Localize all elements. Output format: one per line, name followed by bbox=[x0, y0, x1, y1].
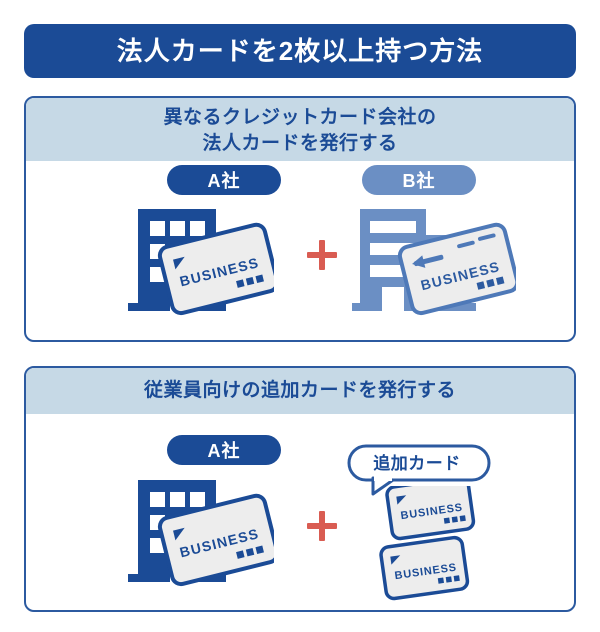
illustration-company-a-section-1: BUSINESS bbox=[114, 203, 274, 323]
section-1-header-line-2: 法人カードを発行する bbox=[202, 132, 398, 154]
badge-company-a-label-section-1: A社 bbox=[207, 171, 241, 191]
badge-company-a-label-section-2: A社 bbox=[207, 441, 241, 461]
page-title-bar: 法人カードを2枚以上持つ方法 bbox=[24, 24, 576, 78]
section-1-header-line-1: 異なるクレジットカード会社の bbox=[163, 107, 437, 129]
business-card-icon: BUSINESS bbox=[385, 486, 476, 541]
business-card-icon: BUSINESS bbox=[397, 222, 516, 316]
badge-company-b-section-1: B社 bbox=[362, 165, 476, 195]
badge-company-b-label-section-1: B社 bbox=[402, 171, 436, 191]
badge-company-a-section-2: A社 bbox=[167, 435, 281, 465]
illustration-company-b-section-1: BUSINESS bbox=[346, 203, 516, 323]
illustration-company-a-section-2: BUSINESS bbox=[114, 474, 274, 594]
section-different-card-companies: 異なるクレジットカード会社の 法人カードを発行する A社 B社 bbox=[24, 96, 576, 342]
section-1-header: 異なるクレジットカード会社の 法人カードを発行する bbox=[26, 98, 574, 161]
speech-bubble-additional-card-label: 追加カード bbox=[373, 453, 461, 473]
section-2-header: 従業員向けの追加カードを発行する bbox=[26, 368, 574, 414]
business-card-icon: BUSINESS bbox=[379, 535, 470, 601]
section-2-header-line-1: 従業員向けの追加カードを発行する bbox=[143, 380, 456, 402]
section-additional-employee-cards: 従業員向けの追加カードを発行する A社 bbox=[24, 366, 576, 612]
plus-operator-section-1 bbox=[307, 240, 337, 270]
badge-company-a-section-1: A社 bbox=[167, 165, 281, 195]
business-card-icon: BUSINESS bbox=[157, 493, 274, 587]
illustration-additional-cards: BUSINESS BUSINESS bbox=[364, 486, 504, 606]
business-card-icon: BUSINESS bbox=[157, 222, 274, 316]
section-2-body: A社 bbox=[26, 414, 574, 610]
plus-operator-section-2 bbox=[307, 511, 337, 541]
page-title: 法人カードを2枚以上持つ方法 bbox=[116, 36, 484, 66]
section-1-body: A社 B社 bbox=[26, 161, 574, 340]
speech-bubble-additional-card: 追加カード bbox=[347, 444, 497, 501]
